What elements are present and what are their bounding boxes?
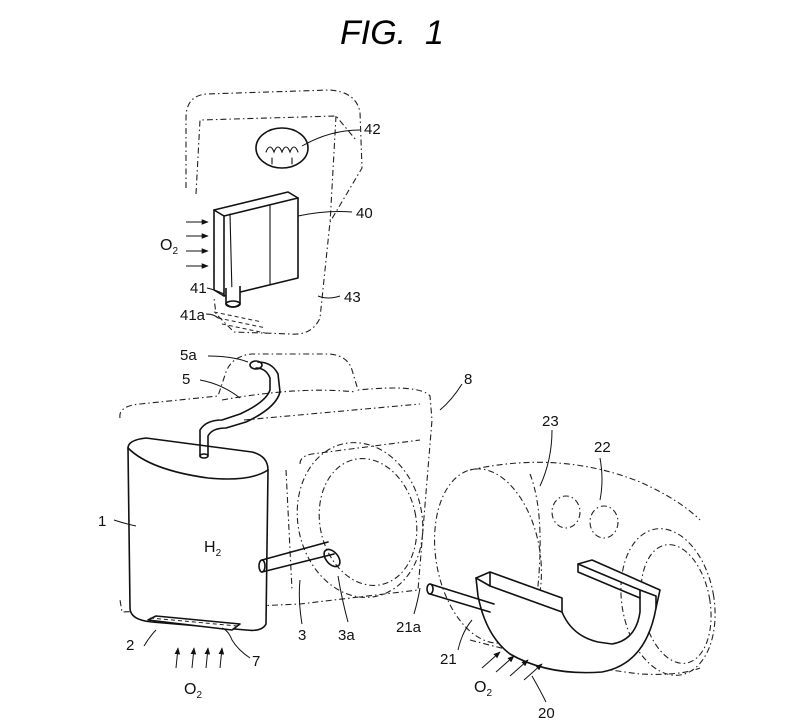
label-o2-right: O2 [474, 679, 492, 699]
label-h2: H2 [204, 539, 222, 559]
label-40: 40 [356, 205, 373, 222]
label-5a: 5a [180, 347, 197, 364]
label-o2-top: O2 [160, 237, 178, 257]
label-1: 1 [98, 513, 106, 530]
label-43: 43 [344, 289, 361, 306]
fuel-cell-20 [475, 559, 661, 674]
label-20: 20 [538, 705, 555, 722]
pipe-3 [258, 541, 341, 573]
label-21: 21 [440, 651, 457, 668]
outlet-pipe-41 [225, 286, 241, 308]
o2-arrows-bottom [174, 647, 225, 669]
label-2: 2 [126, 637, 134, 654]
label-22: 22 [594, 439, 611, 456]
label-8: 8 [464, 371, 472, 388]
flash-unit-housing [185, 89, 363, 335]
label-o2-bottom: O2 [184, 681, 202, 701]
lamp-42 [255, 127, 309, 169]
label-41a: 41a [180, 307, 206, 324]
label-23: 23 [542, 413, 559, 430]
pipe-5 [199, 360, 281, 459]
o2-arrows-top [186, 219, 209, 269]
label-3: 3 [298, 627, 306, 644]
fuel-cell-40 [213, 191, 299, 297]
label-21a: 21a [396, 619, 422, 636]
plate-2 [147, 615, 241, 631]
label-3a: 3a [338, 627, 355, 644]
label-5: 5 [182, 371, 190, 388]
figure-title: FIG. 1 [340, 14, 444, 52]
label-41: 41 [190, 280, 207, 297]
outlet-41a [213, 311, 271, 335]
label-42: 42 [364, 121, 381, 138]
cells-22 [551, 495, 619, 539]
mount-opening [296, 442, 424, 598]
label-7: 7 [252, 653, 260, 670]
o2-arrows-right [481, 651, 543, 681]
pipe-21 [426, 583, 495, 613]
hydrogen-tank-1 [127, 437, 269, 632]
